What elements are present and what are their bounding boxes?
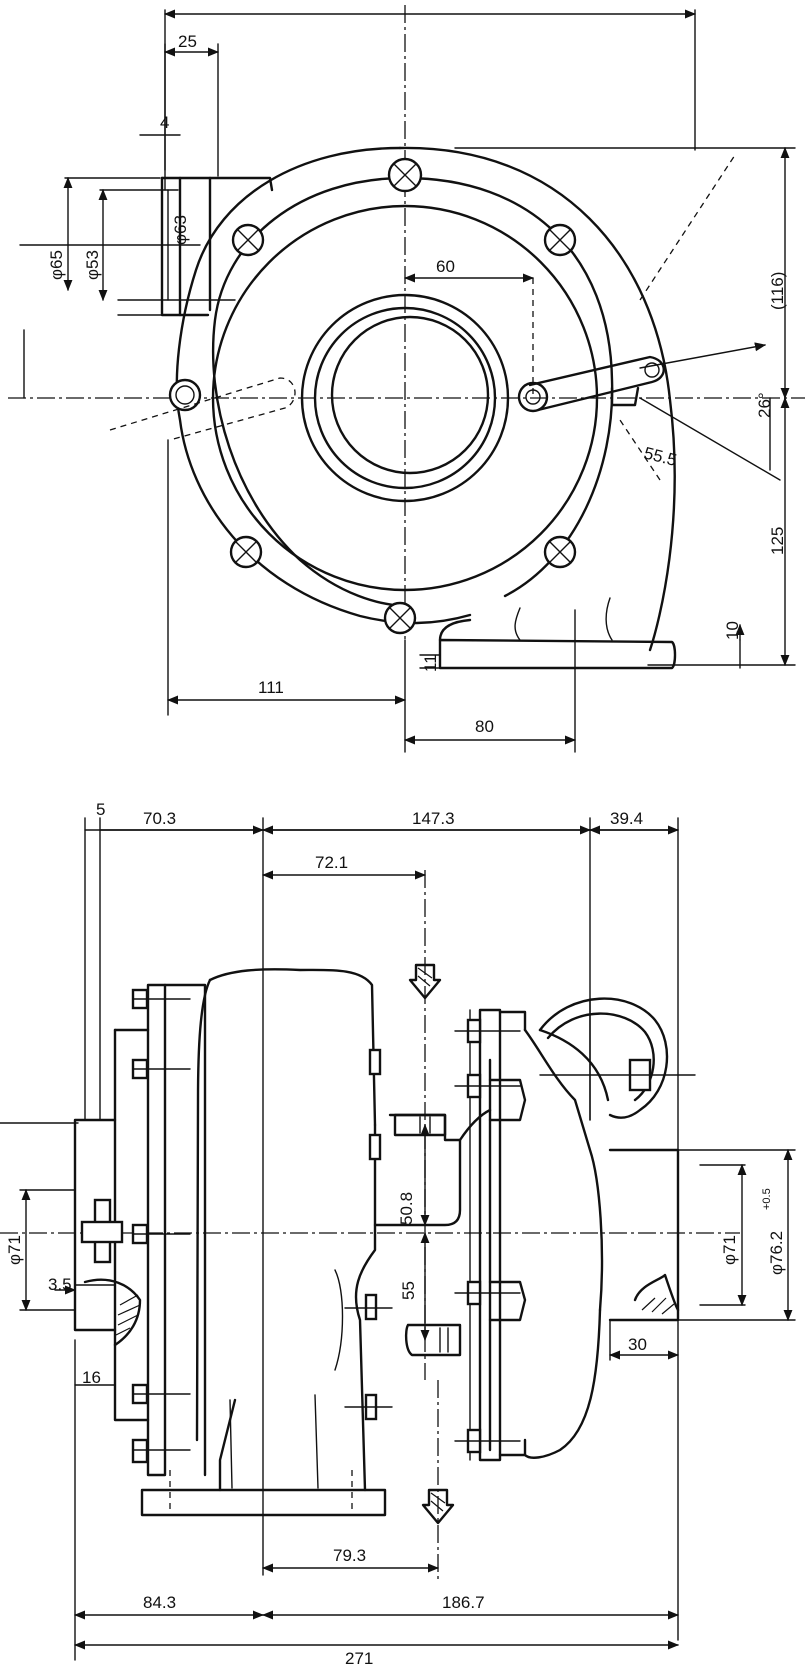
dim-lower-left: 84.3	[143, 1593, 176, 1612]
bolt-top	[387, 157, 423, 193]
dim-height-lower: 125	[768, 527, 787, 555]
bolt-left	[168, 378, 202, 412]
body-bolt-3	[364, 1293, 378, 1321]
dim-foot-extent: 80	[475, 717, 494, 736]
body-bolt-1	[368, 1048, 382, 1076]
dim-foot-offset: 79.3	[333, 1546, 366, 1565]
dim-inlet-diameter: φ71	[5, 1235, 24, 1265]
bolt-upper-left	[231, 223, 265, 257]
dim-base-offset: 16	[82, 1368, 101, 1387]
dim-outlet-length: 30	[628, 1335, 647, 1354]
dim-inner-diameter: φ63	[171, 215, 190, 245]
dim-foot-thickness-right: 10	[723, 621, 742, 640]
dim-outlet-diameter: φ71	[720, 1235, 739, 1265]
dim-bore-diameter: φ53	[83, 250, 102, 280]
dim-port-spacing: 55	[399, 1281, 418, 1300]
inlet-nut	[80, 1198, 124, 1264]
dim-lower-right: 186.7	[442, 1593, 485, 1612]
dim-left-section: 70.3	[143, 809, 176, 828]
bolt-lower-left	[229, 535, 263, 569]
flow-arrow-bottom	[421, 1488, 455, 1525]
dim-small-offset: 5	[96, 800, 105, 819]
side-bolt-right-1	[454, 1018, 521, 1044]
front-view: 25 4 φ65 φ53 φ63 60 (116) 26° 55.5 125 1…	[8, 5, 805, 753]
dim-foot-thickness-left: 11	[421, 654, 440, 672]
dim-flange-thickness: 4	[160, 113, 169, 132]
side-bolt-left-5	[131, 1438, 191, 1464]
bolt-lower-right	[543, 535, 577, 569]
dim-overall-length: 271	[345, 1649, 373, 1668]
side-bolt-right-3	[454, 1280, 521, 1306]
dim-outlet-tolerance: +0.5	[761, 1188, 773, 1210]
side-bolt-left-1	[131, 988, 191, 1010]
dim-left-extent: 111	[258, 678, 284, 697]
dim-lever-angle: 26°	[755, 392, 774, 418]
dim-height-upper: (116)	[768, 272, 787, 310]
dim-outlet-flange: φ76.2	[767, 1231, 786, 1275]
side-bolt-left-4	[131, 1383, 191, 1405]
side-bolt-left-3	[131, 1223, 191, 1245]
side-bolt-right-4	[454, 1428, 521, 1454]
body-bolt-2	[368, 1133, 382, 1161]
bolt-upper-right	[543, 223, 577, 257]
dim-inlet-offset: 72.1	[315, 853, 348, 872]
dim-outer-diameter: φ65	[47, 250, 66, 280]
flow-arrow-top	[408, 963, 442, 1000]
dim-lever-offset: 60	[436, 257, 455, 276]
dim-right-section: 39.4	[610, 809, 643, 828]
dim-flange-width: 25	[178, 32, 197, 51]
dim-middle-section: 147.3	[412, 809, 455, 828]
dim-flange-depth: 3.5	[48, 1275, 72, 1294]
side-bolt-right-2	[454, 1073, 521, 1099]
side-bolt-left-2	[131, 1058, 191, 1080]
side-view: 5 70.3 147.3 39.4 72.1 50.8 55 φ71 φ71 φ…	[0, 800, 796, 1668]
dim-port-height: 50.8	[397, 1192, 416, 1225]
bolt-bottom	[383, 601, 417, 635]
